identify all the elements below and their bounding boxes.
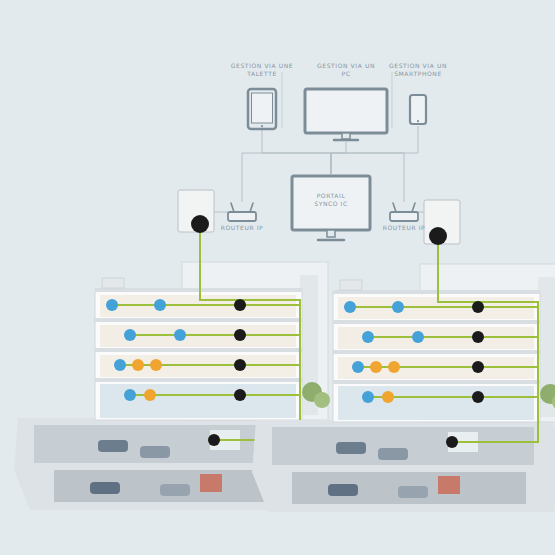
portal-label: PORTAIL SYNCO IC bbox=[308, 192, 354, 208]
divider bbox=[392, 72, 393, 128]
device-label: GESTION VIA UN PC bbox=[314, 62, 378, 78]
web-server-box bbox=[424, 200, 460, 244]
web-server-box bbox=[178, 190, 214, 232]
router-node: ROUTEUR IP bbox=[384, 202, 424, 236]
network-wire bbox=[214, 212, 228, 213]
router-node: ROUTEUR IP bbox=[222, 202, 262, 236]
router-antenna bbox=[250, 203, 253, 212]
router-antenna bbox=[393, 203, 396, 212]
phone-frame bbox=[410, 95, 426, 124]
building bbox=[252, 234, 555, 512]
phone-node: GESTION VIA UN SMARTPHONE bbox=[390, 62, 446, 126]
server-badge bbox=[191, 215, 209, 233]
monitor-base bbox=[334, 139, 358, 142]
network-link bbox=[262, 130, 331, 174]
device-label: GESTION VIA UN SMARTPHONE bbox=[386, 62, 450, 78]
monitor-stand bbox=[342, 133, 350, 139]
monitor-base bbox=[318, 239, 344, 242]
tablet-frame bbox=[248, 89, 276, 129]
server-badge bbox=[429, 227, 447, 245]
portal-node: PORTAIL SYNCO IC bbox=[290, 174, 372, 244]
divider bbox=[282, 72, 283, 128]
monitor-screen bbox=[305, 89, 387, 133]
network-link bbox=[331, 142, 346, 174]
monitor-stand bbox=[327, 230, 335, 237]
router-label: ROUTEUR IP bbox=[221, 224, 264, 232]
device-label: GESTION VIA UNE TALETTE bbox=[230, 62, 294, 78]
router-label: ROUTEUR IP bbox=[383, 224, 426, 232]
monitor-screen bbox=[292, 176, 370, 230]
portal-icon bbox=[290, 174, 372, 244]
tablet-screen bbox=[252, 93, 273, 123]
home-button bbox=[261, 125, 263, 127]
home-button bbox=[417, 120, 419, 122]
router-antenna bbox=[231, 203, 234, 212]
tablet-node: GESTION VIA UNE TALETTE bbox=[222, 62, 302, 130]
router-body bbox=[390, 212, 418, 221]
network-wire bbox=[418, 212, 424, 213]
router-antenna bbox=[412, 203, 415, 212]
pc-node: GESTION VIA UN PC bbox=[303, 62, 389, 142]
router-body bbox=[228, 212, 256, 221]
